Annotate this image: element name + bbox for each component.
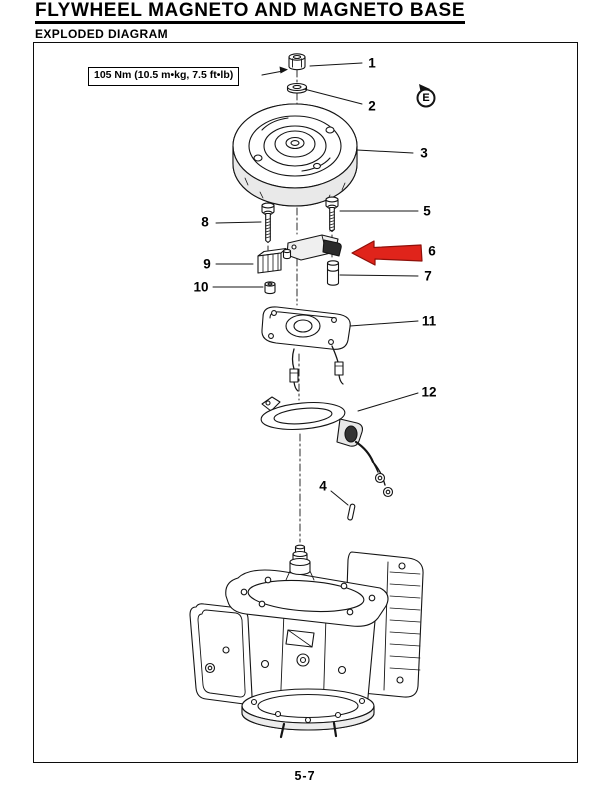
part-lead-wire <box>260 396 394 498</box>
grease-symbol-shape <box>416 84 436 108</box>
part-bolt-left <box>261 202 275 244</box>
callout-8: 8 <box>201 214 209 230</box>
page-number: 5-7 <box>294 769 316 783</box>
part-coil-bracket <box>286 234 342 261</box>
part-bushing <box>326 260 340 286</box>
part-nut <box>288 53 306 71</box>
callout-11: 11 <box>421 313 437 329</box>
callout-2: 2 <box>368 98 376 114</box>
part-washer <box>286 82 308 94</box>
part-bolt-right <box>325 196 339 233</box>
callout-7: 7 <box>424 268 432 284</box>
diagram-frame <box>33 42 578 763</box>
part-ignition-coil <box>257 247 292 274</box>
part-collar <box>264 281 276 295</box>
highlight-arrow <box>351 240 423 266</box>
page-title: FLYWHEEL MAGNETO AND MAGNETO BASE <box>35 1 466 24</box>
grease-symbol-label: E <box>422 92 430 104</box>
callout-6: 6 <box>428 243 436 259</box>
page-header: FLYWHEEL MAGNETO AND MAGNETO BASE EXPLOD… <box>35 1 466 41</box>
callout-9: 9 <box>203 256 211 272</box>
leader-lines <box>212 62 419 506</box>
torque-spec-label: 105 Nm (10.5 m•kg, 7.5 ft•lb) <box>88 67 240 86</box>
torque-pointer <box>261 66 288 76</box>
callout-4: 4 <box>319 478 327 494</box>
engine-block <box>189 544 424 739</box>
centerline <box>296 69 301 543</box>
callout-1: 1 <box>368 55 376 71</box>
part-magneto-base <box>261 306 351 392</box>
part-pin <box>347 503 356 521</box>
page-subtitle: EXPLODED DIAGRAM <box>35 27 169 41</box>
part-flywheel <box>232 103 358 207</box>
callout-3: 3 <box>420 145 428 161</box>
callout-5: 5 <box>423 203 431 219</box>
callout-10: 10 <box>193 279 209 295</box>
callout-12: 12 <box>421 384 437 400</box>
